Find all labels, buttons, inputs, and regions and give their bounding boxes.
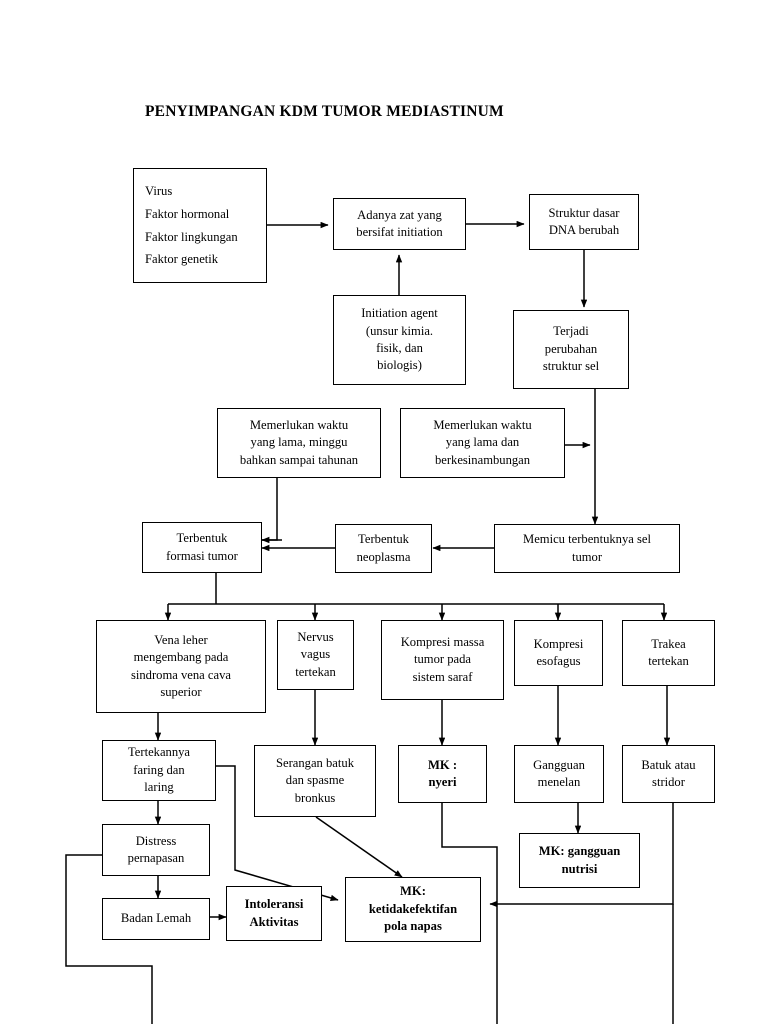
edge-distress-left-route [65, 854, 153, 1024]
edge-waktu1-formasi [262, 478, 278, 541]
node-label: MK :nyeri [427, 757, 458, 789]
node-label: Badan Lemah [120, 911, 192, 926]
edge-mknyeri-down [441, 803, 498, 1024]
edge-faring-mkpolanapas [216, 765, 339, 902]
edge-serangan-mkpolanapas [315, 816, 403, 878]
page-title: PENYIMPANGAN KDM TUMOR MEDIASTINUM [145, 103, 504, 120]
node-badanlemah[interactable]: Badan Lemah [102, 898, 210, 940]
node-mknyeri[interactable]: MK :nyeri [398, 745, 487, 803]
